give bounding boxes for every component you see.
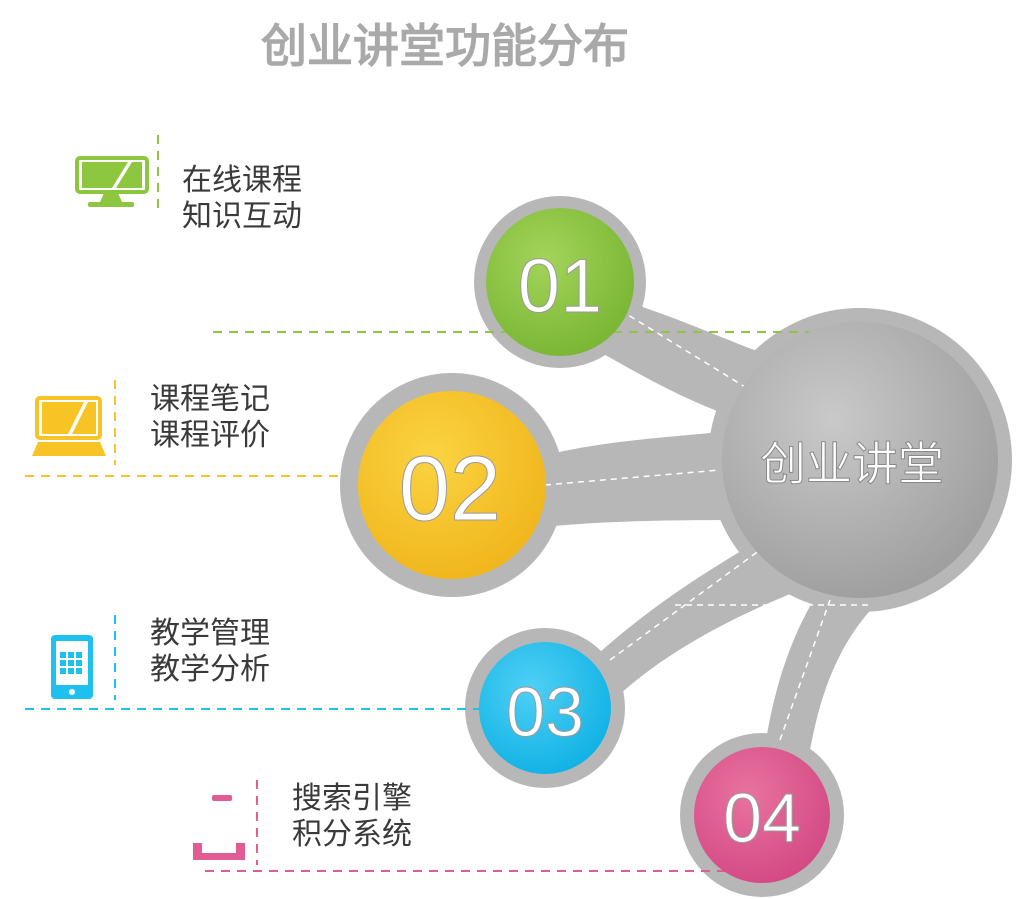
item-04-line1: 搜索引擎 <box>292 781 412 816</box>
item-01-line2: 知识互动 <box>182 199 302 234</box>
guide-lines <box>25 135 870 872</box>
page-title: 创业讲堂功能分布 <box>261 19 629 73</box>
item-03-line1: 教学管理 <box>150 616 270 651</box>
node-number: 02 <box>399 438 501 540</box>
item-01-line1: 在线课程 <box>182 163 302 198</box>
item-03-line2: 教学分析 <box>150 652 270 687</box>
phone-icon <box>193 795 245 860</box>
labels: 在线课程 知识互动 课程笔记 课程评价 教学管理 教学分析 搜索引擎 积分系统 <box>150 163 412 852</box>
node-number: 01 <box>518 244 603 329</box>
monitor-icon <box>75 156 149 207</box>
item-02-line2: 课程评价 <box>150 418 270 453</box>
node-04: 04 <box>694 747 830 883</box>
center-circle <box>722 322 998 598</box>
item-02-line1: 课程笔记 <box>150 382 270 417</box>
tablet-icon <box>51 635 93 699</box>
item-04-line2: 积分系统 <box>292 817 412 852</box>
laptop-icon <box>32 396 106 456</box>
node-01: 01 <box>486 208 634 356</box>
node-number: 04 <box>723 779 801 857</box>
center-label: 创业讲堂 <box>760 437 944 491</box>
node-03: 03 <box>479 642 611 774</box>
node-02: 02 <box>358 391 546 579</box>
node-number: 03 <box>506 673 584 751</box>
